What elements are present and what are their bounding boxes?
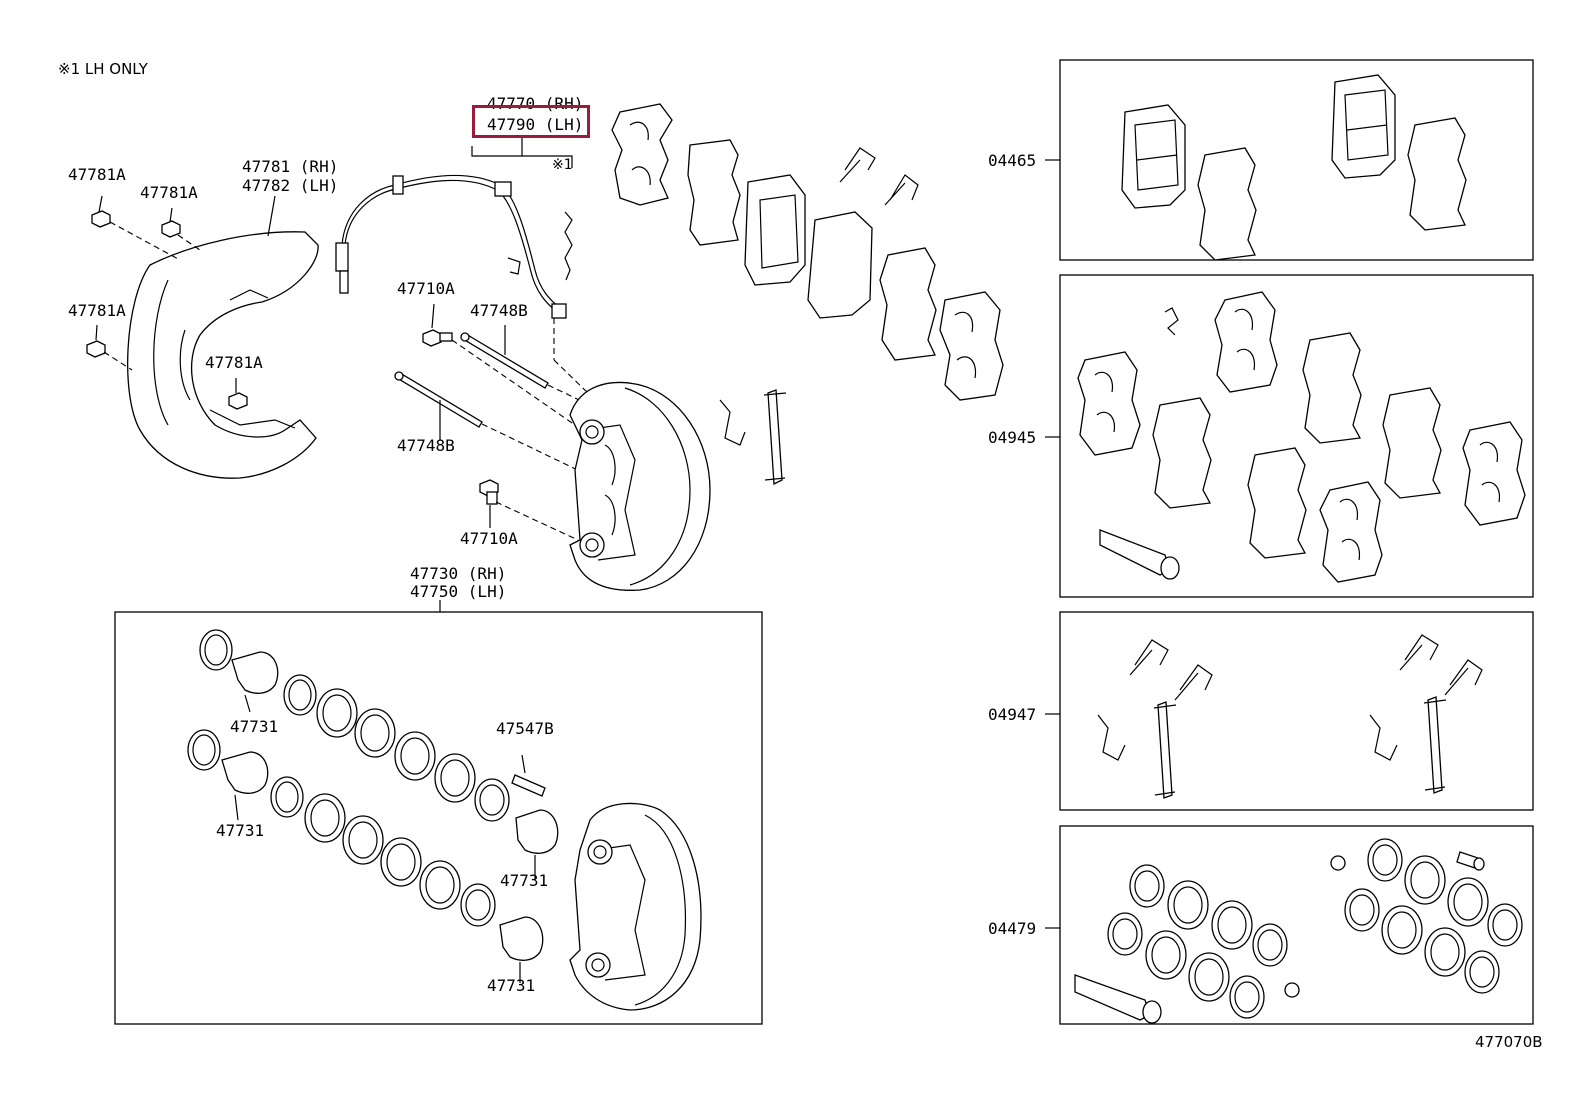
selected-part-highlight [472,105,590,138]
kit-box-04945 [1059,274,1534,598]
kit-label-04947[interactable]: 04947 [988,705,1037,724]
part-label-47781a[interactable]: 47781A [140,183,198,202]
part-label-47790-lh[interactable]: 47790 (LH) [487,115,584,134]
kit-04947-clips [1097,634,1483,799]
kit-box-04479 [1059,825,1534,1025]
brake-caliper-assembly [569,381,711,591]
kit-label-04465[interactable]: 04465 [988,151,1037,170]
part-label-47781a[interactable]: 47781A [68,165,126,184]
caliper-bolts [394,303,601,541]
bolt-47781a-group [86,195,248,410]
kit-box-04947 [1059,611,1534,811]
part-label-47782-lh[interactable]: 47782 (LH) [242,176,339,195]
kit-04945-parts [1077,291,1526,583]
part-label-47781a[interactable]: 47781A [68,301,126,320]
part-label-47731[interactable]: 47731 [216,821,265,840]
part-label-47748b[interactable]: 47748B [470,301,528,320]
part-label-47730-rh[interactable]: 47730 (RH) [410,564,507,583]
part-label-47731[interactable]: 47731 [500,871,549,890]
part-label-47731[interactable]: 47731 [230,717,279,736]
part-label-47781a[interactable]: 47781A [205,353,263,372]
part-label-47748b[interactable]: 47748B [397,436,455,455]
note-ref-marker: ※1 [552,157,573,173]
kit-04479-seals [1074,838,1523,1024]
diagram-code: 477070B [1475,1033,1543,1051]
caliper-detail-box [114,611,763,1025]
kit-label-04479[interactable]: 04479 [988,919,1037,938]
part-label-47781-rh[interactable]: 47781 (RH) [242,157,339,176]
kit-label-04945[interactable]: 04945 [988,428,1037,447]
part-label-47710a[interactable]: 47710A [397,279,455,298]
kit-04465-pads [1121,74,1467,261]
part-label-47710a[interactable]: 47710A [460,529,518,548]
part-label-47770-rh[interactable]: 47770 (RH) [487,94,584,113]
dust-shield [127,231,319,479]
pad-wear-sensor [335,174,573,319]
part-label-47750-lh[interactable]: 47750 (LH) [410,582,507,601]
part-label-47731[interactable]: 47731 [487,976,536,995]
caliper-overhaul-parts [187,629,702,1011]
brake-pads-top [611,103,1004,486]
note-lh-only: ※1 LH ONLY [58,60,148,78]
part-label-47547b[interactable]: 47547B [496,719,554,738]
